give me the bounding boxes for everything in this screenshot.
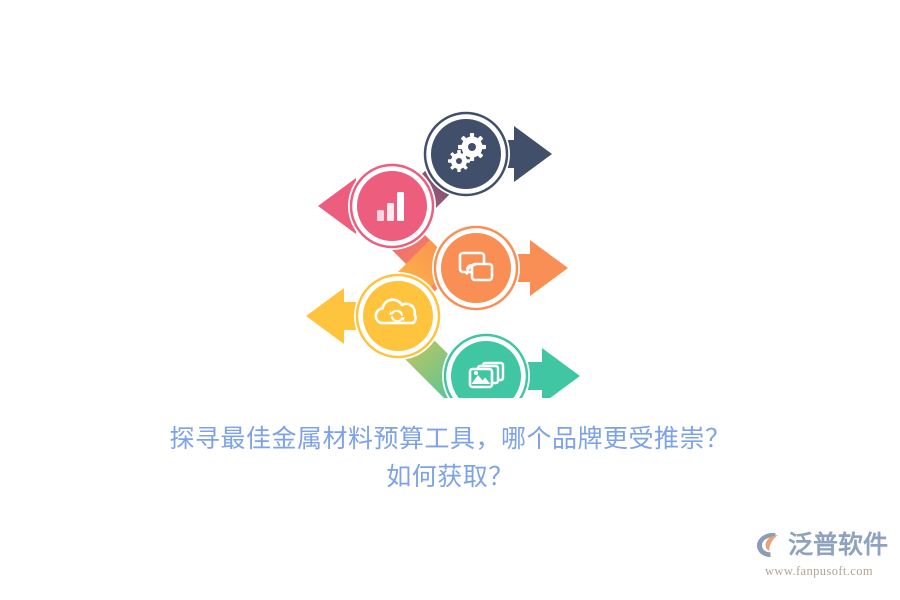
fanpu-logo-icon: [757, 533, 778, 558]
cloud-sync-icon: [374, 298, 417, 325]
gallery-icon: [468, 361, 505, 389]
bar-chart-icon: [377, 192, 404, 221]
brand-logo[interactable]: 泛普软件 www.fanpusoft.com: [754, 528, 888, 584]
node-cloud-sync[interactable]: [354, 272, 442, 360]
caption-text: 探寻最佳金属材料预算工具，哪个品牌更受推崇？ 如何获取？: [0, 420, 900, 496]
node-gallery[interactable]: [442, 332, 530, 398]
logo-url-text: www.fanpusoft.com: [764, 564, 874, 578]
logo-brand-text: 泛普软件: [788, 531, 889, 559]
process-infographic: [290, 108, 580, 398]
node-gears[interactable]: [422, 110, 510, 198]
caption-line-2: 如何获取？: [386, 463, 514, 491]
node-bar-chart[interactable]: [348, 162, 436, 250]
gears-icon: [448, 133, 486, 172]
caption-line-1: 探寻最佳金属材料预算工具，哪个品牌更受推崇？: [169, 425, 731, 453]
node-screencast[interactable]: [432, 224, 520, 312]
screencast-icon: [458, 251, 494, 282]
logo-row: 泛普软件: [754, 528, 888, 562]
